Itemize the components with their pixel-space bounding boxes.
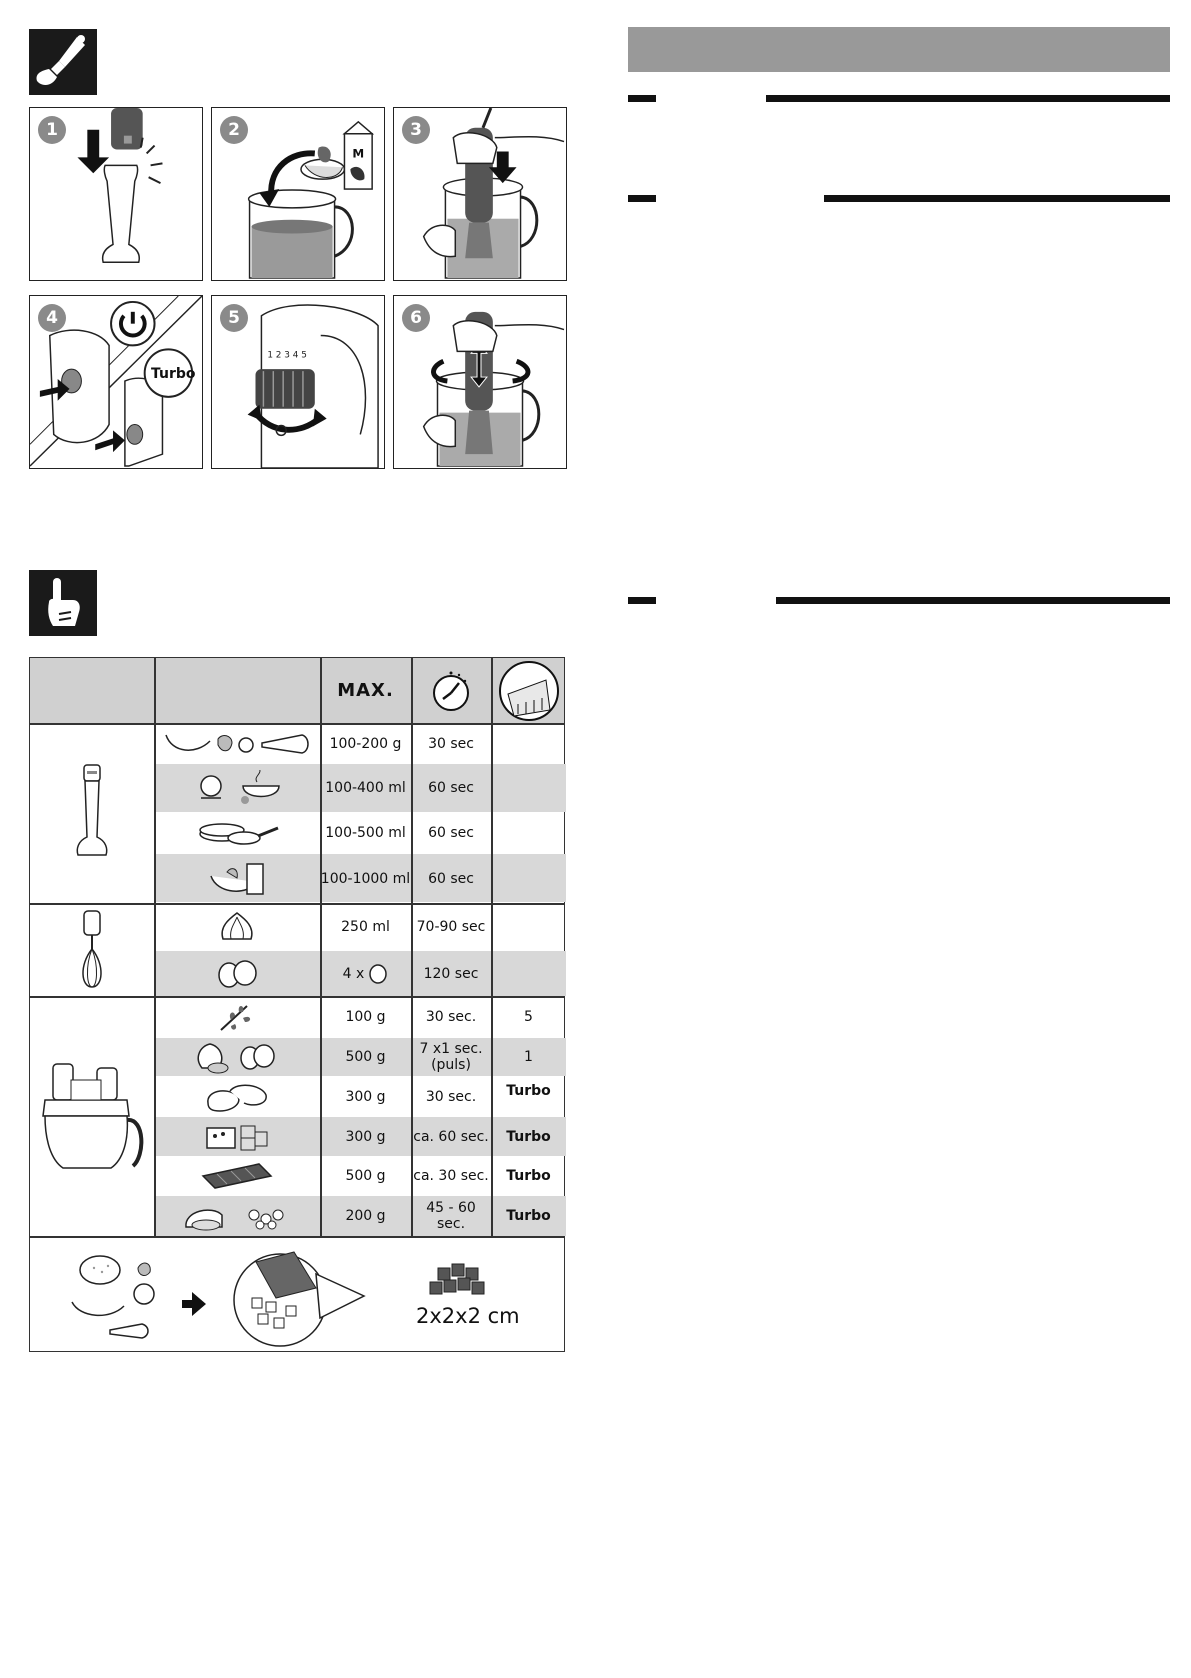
tips-section-icon bbox=[29, 570, 97, 636]
section-rule-3 bbox=[628, 597, 1170, 609]
speed-cell: 1 bbox=[524, 1049, 533, 1065]
time-cell: 30 sec. bbox=[425, 1009, 477, 1025]
time-cell: 120 sec bbox=[423, 965, 479, 982]
time-cell: 70-90 sec bbox=[416, 919, 486, 935]
speed-cell bbox=[491, 951, 566, 996]
step-5: 1 2 3 4 5 5 bbox=[211, 295, 385, 469]
cream-icon bbox=[154, 903, 320, 951]
speed-dial-illustration: 1 2 3 4 5 bbox=[247, 304, 379, 468]
add-ingredients-illustration: M bbox=[247, 120, 375, 279]
meat-icon bbox=[154, 1076, 320, 1117]
speed-cell: Turbo bbox=[506, 1208, 551, 1224]
step-2: M 2 bbox=[211, 107, 385, 281]
baby-food-soup-icon bbox=[154, 764, 320, 812]
blend-motion-illustration bbox=[422, 311, 565, 467]
speed-cell bbox=[491, 723, 566, 764]
section-rule-2 bbox=[628, 195, 1170, 207]
blender-shaft-icon bbox=[30, 723, 154, 903]
step-4-number: 4 bbox=[38, 304, 66, 332]
step-3-number: 3 bbox=[402, 116, 430, 144]
insert-blender-illustration bbox=[422, 108, 565, 279]
time-cell: ca. 60 sec. bbox=[413, 1128, 489, 1145]
qty-cell: 500 g bbox=[345, 1049, 386, 1065]
speed-cell bbox=[491, 854, 566, 903]
qty-cell: 100-200 g bbox=[329, 735, 402, 752]
qty-cell: 200 g bbox=[345, 1208, 386, 1224]
time-cell: 30 sec bbox=[428, 735, 474, 752]
egg-count-text: 4 x bbox=[342, 965, 365, 982]
press-switch-illustration bbox=[30, 296, 202, 467]
speed-cell bbox=[491, 812, 566, 854]
qty-cell: 4 x bbox=[320, 951, 411, 996]
egg-whites-icon bbox=[154, 951, 320, 996]
whisk-icon bbox=[30, 903, 154, 996]
time-cell: 45 - 60 sec. bbox=[426, 1200, 476, 1232]
step-2-number: 2 bbox=[220, 116, 248, 144]
step-4: Turbo 4 bbox=[29, 295, 203, 469]
time-line-2: (puls) bbox=[431, 1057, 471, 1073]
time-cell: 60 sec bbox=[428, 825, 474, 841]
step-1: 1 bbox=[29, 107, 203, 281]
svg-text:1 2 3 4 5: 1 2 3 4 5 bbox=[267, 350, 307, 360]
qty-cell: 100-1000 ml bbox=[320, 870, 411, 887]
speed-cell bbox=[491, 903, 566, 951]
qty-cell: 300 g bbox=[345, 1128, 386, 1145]
speed-cell: Turbo bbox=[506, 1168, 551, 1184]
step-6: 6 bbox=[393, 295, 567, 469]
qty-cell: 500 g bbox=[345, 1168, 386, 1184]
cut-cubes-illustration: 2x2x2 cm bbox=[30, 1238, 566, 1351]
attach-shaft-illustration bbox=[77, 108, 163, 263]
speed-cell: Turbo bbox=[506, 1128, 551, 1145]
step-6-number: 6 bbox=[402, 304, 430, 332]
timer-icon bbox=[411, 658, 491, 723]
qty-cell: 100 g bbox=[345, 1009, 386, 1025]
qty-cell: 100-500 ml bbox=[325, 825, 406, 841]
processing-table: MAX. bbox=[29, 657, 566, 1352]
step-5-number: 5 bbox=[220, 304, 248, 332]
header-bar bbox=[628, 27, 1170, 72]
egg-icon bbox=[369, 963, 388, 984]
section-rule-1 bbox=[628, 95, 1170, 107]
qty-cell: 250 ml bbox=[341, 919, 390, 935]
cheese-icon bbox=[154, 1117, 320, 1156]
milk-carton-letter: M bbox=[352, 146, 364, 160]
speed-cell bbox=[491, 764, 566, 812]
blender-section-icon bbox=[29, 29, 97, 95]
bread-nuts-icon bbox=[154, 1196, 320, 1236]
speed-cell: 5 bbox=[524, 1009, 533, 1025]
table-row-shade bbox=[154, 764, 566, 812]
time-cell: 60 sec bbox=[428, 780, 474, 796]
table-header bbox=[30, 658, 564, 723]
fruit-vegetables-icon bbox=[154, 723, 320, 764]
time-cell: 60 sec bbox=[428, 870, 474, 887]
herbs-icon bbox=[154, 996, 320, 1038]
speed-dial-icon bbox=[491, 658, 566, 723]
time-cell: 30 sec. bbox=[425, 1088, 477, 1105]
chopper-icon bbox=[30, 996, 154, 1236]
step-3: 3 bbox=[393, 107, 567, 281]
steps-grid: 1 M 2 bbox=[29, 107, 567, 469]
qty-cell: 100-400 ml bbox=[325, 780, 406, 796]
cube-size-text: 2x2x2 cm bbox=[416, 1304, 520, 1328]
onions-eggs-icon bbox=[154, 1038, 320, 1076]
milkshake-icon bbox=[154, 854, 320, 902]
turbo-button-label: Turbo bbox=[151, 366, 196, 382]
qty-cell: 300 g bbox=[345, 1088, 386, 1105]
time-cell: ca. 30 sec. bbox=[413, 1168, 489, 1184]
chocolate-icon bbox=[154, 1156, 320, 1196]
time-line-1: 7 x1 sec. bbox=[419, 1041, 483, 1057]
time-cell: 7 x1 sec. (puls) bbox=[411, 1038, 491, 1076]
speed-cell: Turbo bbox=[506, 1082, 551, 1099]
batter-pan-icon bbox=[154, 812, 320, 854]
step-1-number: 1 bbox=[38, 116, 66, 144]
max-label: MAX. bbox=[337, 679, 394, 701]
